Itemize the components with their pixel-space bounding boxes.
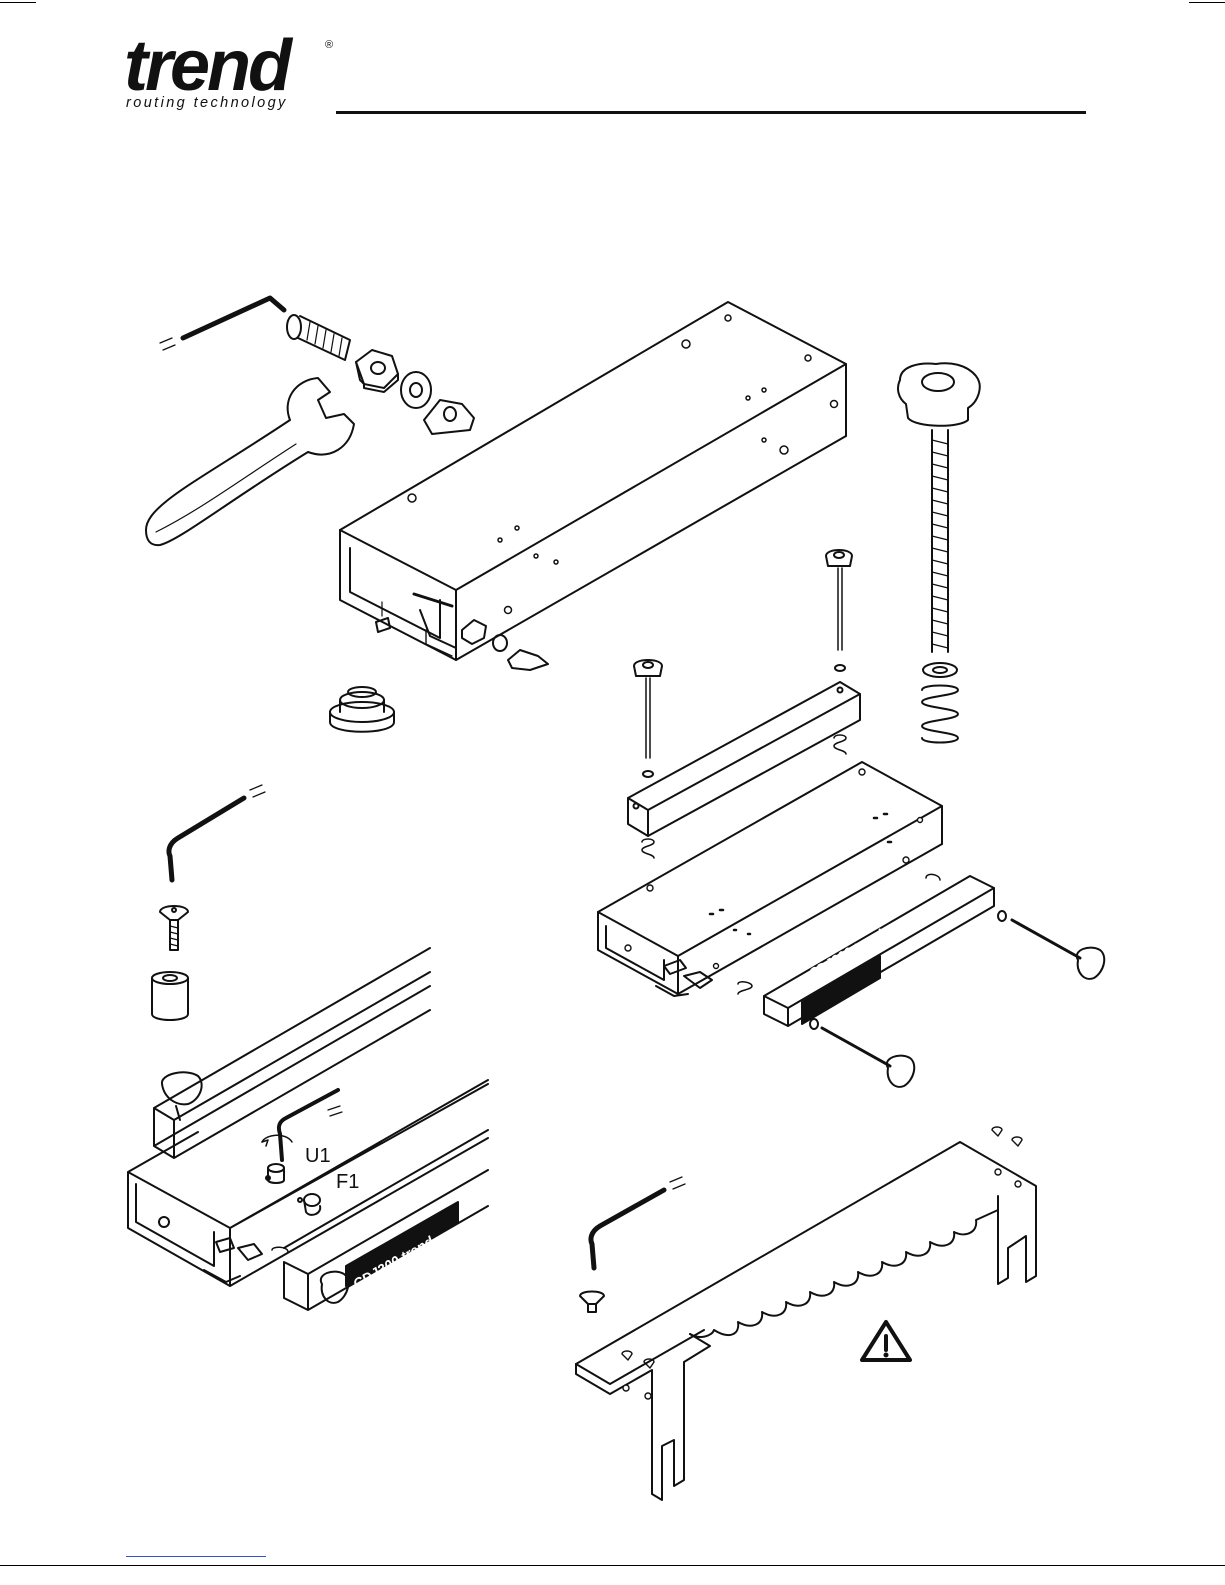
middle-channel: [598, 762, 942, 996]
footer-rule: [0, 1565, 1225, 1566]
template-screw: [580, 1292, 604, 1313]
spacer-sleeve: [152, 972, 188, 1020]
small-knob-1: [826, 550, 852, 671]
side-bar-label: [738, 874, 1104, 1087]
spanner: [146, 378, 354, 545]
rubber-foot: [330, 687, 394, 732]
warning-triangle-icon: [862, 1322, 910, 1360]
footer-link-underline[interactable]: [126, 1556, 266, 1557]
washer: [401, 372, 431, 408]
assembled-detail: [128, 948, 488, 1310]
callout-f1: F1: [336, 1172, 359, 1192]
mounting-clip: [424, 400, 474, 434]
hex-key-small: [169, 785, 265, 880]
upper-cross-bar: [628, 682, 860, 858]
countersunk-screw: [160, 906, 188, 950]
large-knob-assembly: [898, 363, 980, 742]
hex-key-template: [591, 1177, 685, 1268]
small-knob-2: [634, 660, 662, 777]
main-channel-top: [340, 302, 846, 670]
callout-u1: U1: [305, 1146, 331, 1166]
hex-key-long: [160, 298, 284, 350]
hex-nut: [356, 350, 398, 392]
bolt: [287, 315, 350, 360]
comb-template: [576, 1127, 1036, 1500]
